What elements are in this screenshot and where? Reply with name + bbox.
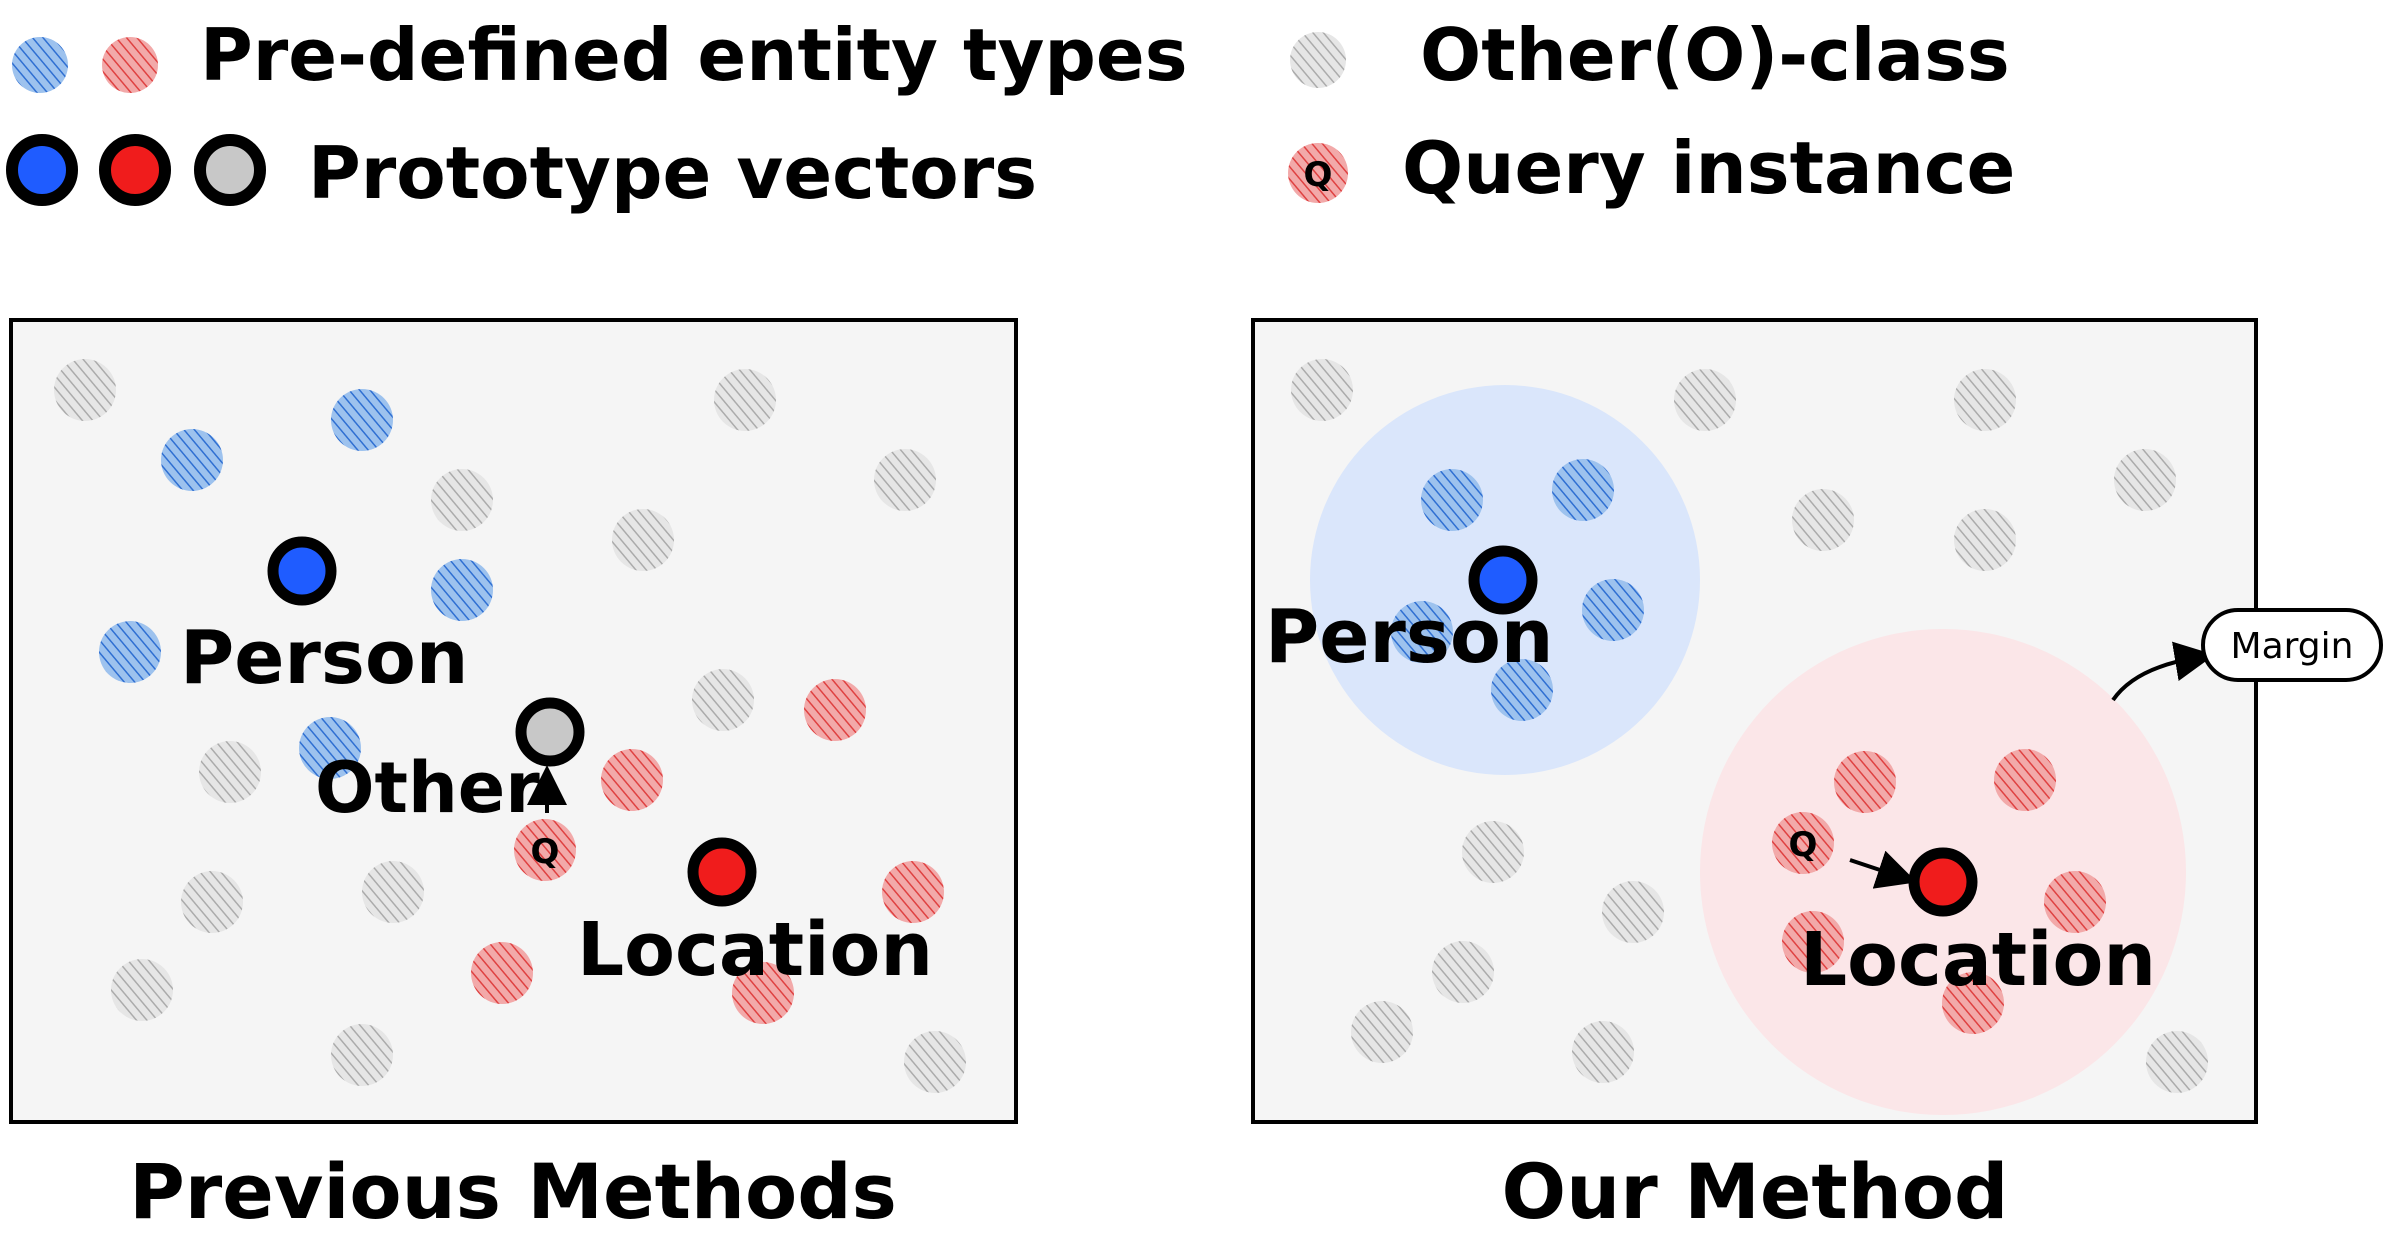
scatter-point [1994,749,2056,811]
legend-gray-dot-icon [1290,32,1346,88]
scatter-point [1391,601,1453,663]
scatter-point [1552,459,1614,521]
location-label: Location [1800,917,2156,1003]
legend-proto-red-icon [99,134,171,206]
legend-blue-dot-icon [12,37,68,93]
scatter-point [1432,941,1494,1003]
scatter-point [1954,369,2016,431]
other-label: Other [315,747,540,829]
query-point [514,819,576,881]
margin-arrow [2111,641,2215,702]
scatter-point [1421,469,1483,531]
scatter-point [1834,751,1896,813]
legend-query-label: Query instance [1402,126,2015,210]
scatter-point [1491,659,1553,721]
scatter-point [1351,1001,1413,1063]
person-label: Person [180,615,468,701]
margin-label: Margin [2231,626,2354,667]
scatter-point [1942,972,2004,1034]
scatter-point [2114,449,2176,511]
legend-red-dot-icon [102,37,158,93]
legend-query-letter: Q [1304,155,1333,195]
scatter-point [1674,369,1736,431]
scatter-point [692,669,754,731]
legend-proto-blue-icon [6,134,78,206]
scatter-point [882,861,944,923]
scatter-point [1792,489,1854,551]
legend-prototype-label: Prototype vectors [308,131,1037,215]
scatter-point [54,359,116,421]
scatter-point [471,942,533,1004]
legend-other-class-label: Other(O)-class [1420,13,2010,97]
scatter-point [804,679,866,741]
legend-predefined-label: Pre-defined entity types [200,13,1188,97]
scatter-point [1582,579,1644,641]
person-prototype [267,536,337,606]
scatter-point [331,1024,393,1086]
location-prototype [687,837,757,907]
scatter-point [714,369,776,431]
scatter-point [181,871,243,933]
scatter-point [2044,871,2106,933]
previous-methods-panel: Q Person Other Location [9,318,1018,1124]
person-label: Person [1265,594,1553,680]
other-prototype [515,697,585,767]
scatter-point [431,469,493,531]
scatter-point [1602,881,1664,943]
location-prototype [1908,847,1978,917]
person-prototype [1468,545,1538,615]
scatter-point [431,559,493,621]
scatter-point [1782,911,1844,973]
query-letter: Q [1789,825,1818,865]
scatter-point [199,741,261,803]
previous-methods-caption: Previous Methods [129,1147,897,1235]
legend-query-icon [1288,143,1348,203]
query-letter: Q [531,832,560,872]
scatter-point [1572,1021,1634,1083]
margin-callout-box [2201,608,2383,682]
scatter-point [1462,821,1524,883]
scatter-point [299,717,361,779]
query-to-location-arrow [1849,850,1917,889]
scatter-point [161,429,223,491]
scatter-point [111,959,173,1021]
scatter-point [331,389,393,451]
legend-proto-gray-icon [194,134,266,206]
scatter-point [904,1031,966,1093]
scatter-point [612,509,674,571]
our-method-caption: Our Method [1502,1147,2009,1235]
legend: Pre-defined entity types Other(O)-class … [6,13,2015,215]
scatter-point [874,449,936,511]
location-label: Location [577,907,933,993]
scatter-point [99,621,161,683]
scatter-point [732,962,794,1024]
scatter-point [1291,359,1353,421]
scatter-point [362,861,424,923]
our-method-panel: Q Person Location Margin [1251,318,2383,1124]
query-point [1772,812,1834,874]
scatter-point [1954,509,2016,571]
scatter-point [601,749,663,811]
scatter-point [2146,1031,2208,1093]
